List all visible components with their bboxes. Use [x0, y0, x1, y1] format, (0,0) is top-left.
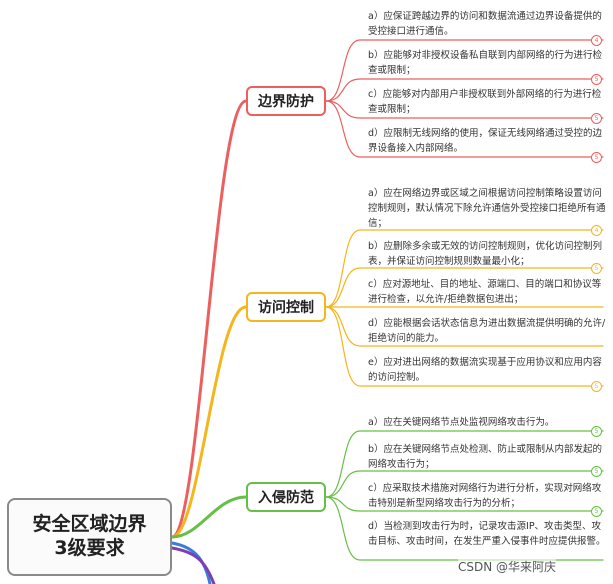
priority-badge: 5: [591, 74, 602, 85]
leaf-access-d: d）应能根据会话状态信息为进出数据流提供明确的允许/拒绝访问的能力。: [368, 318, 606, 344]
root-to-branch-connector: [170, 305, 248, 539]
leaf-intrusion-a: a）应在关键网络节点处监视网络攻击行为。: [368, 417, 555, 428]
branch-to-leaf-connector: [325, 430, 604, 498]
leaf-boundary-c: c）应能够对内部用户非授权联到外部网络的行为进行检查或限制；: [368, 89, 602, 115]
leaf-access-a: a）应在网络边界或区域之间根据访问控制策略设置访问控制规则，默认情况下除允许通信…: [368, 188, 606, 229]
leaf-access-c: c）应对源地址、目的地址、源端口、目的端口和协议等进行检查，以允许/拒绝数据包进…: [368, 279, 602, 305]
branch-intrusion-prevention[interactable]: 入侵防范: [246, 482, 326, 512]
leaf-intrusion-d: d）当检测到攻击行为时，记录攻击源IP、攻击类型、攻击目标、攻击时间，在发生严重…: [368, 521, 606, 547]
priority-badge: 5: [591, 263, 602, 274]
priority-badge: 4: [591, 35, 602, 46]
root-to-branch-connector: [170, 495, 248, 539]
leaf-intrusion-b: b）应在关键网络节点处检测、防止或限制从内部发起的网络攻击行为；: [368, 444, 603, 470]
branch-to-leaf-connector: [325, 306, 604, 347]
leaf-boundary-d: d）应限制无线网络的使用，保证无线网络通过受控的边界设备接入内部网络。: [368, 128, 603, 154]
priority-badge: 5: [591, 113, 602, 124]
branch-to-leaf-connector: [325, 267, 604, 308]
watermark: CSDN @华来阿庆: [458, 558, 557, 575]
branch-access-control[interactable]: 访问控制: [246, 292, 326, 322]
branch-to-leaf-connector: [325, 229, 604, 308]
branch-to-leaf-connector: [325, 470, 604, 498]
root-to-branch-connector: [170, 541, 212, 584]
branch-to-leaf-connector: [325, 306, 604, 387]
root-to-branch-connector: [170, 99, 248, 539]
priority-badge: 5: [591, 152, 602, 163]
branch-to-leaf-connector: [325, 100, 604, 158]
leaf-intrusion-c: c）应采取技术措施对网络行为进行分析，实现对网络攻击特别是新型网络攻击行为的分析…: [368, 483, 602, 509]
root-subtitle: 3级要求: [54, 537, 125, 559]
branch-to-leaf-connector: [325, 39, 604, 102]
priority-badge: 4: [591, 225, 602, 236]
priority-badge: 5: [591, 506, 602, 517]
priority-badge: 5: [591, 426, 602, 437]
leaf-boundary-a: a）应保证跨越边界的访问和数据流通过边界设备提供的受控接口进行通信。: [368, 11, 602, 37]
priority-badge: 5: [591, 466, 602, 477]
branch-to-leaf-connector: [325, 100, 604, 119]
branch-to-leaf-connector: [325, 78, 604, 102]
leaf-boundary-b: b）应能够对非授权设备私自联到内部网络的行为进行检查或限制；: [368, 50, 603, 76]
leaf-access-b: b）应删除多余或无效的访问控制规则，优化访问控制列表，并保证访问控制规则数量最小…: [368, 241, 603, 267]
branch-to-leaf-connector: [325, 496, 604, 512]
branch-boundary-protection[interactable]: 边界防护: [246, 86, 326, 116]
root-node[interactable]: 安全区域边界 3级要求: [7, 498, 172, 576]
root-to-branch-connector: [170, 546, 216, 584]
branch-to-leaf-connector: [325, 496, 604, 561]
priority-badge: 5: [591, 381, 602, 392]
leaf-access-e: e）应对进出网络的数据流实现基于应用协议和应用内容的访问控制。: [368, 357, 602, 383]
root-title: 安全区域边界: [32, 513, 147, 536]
